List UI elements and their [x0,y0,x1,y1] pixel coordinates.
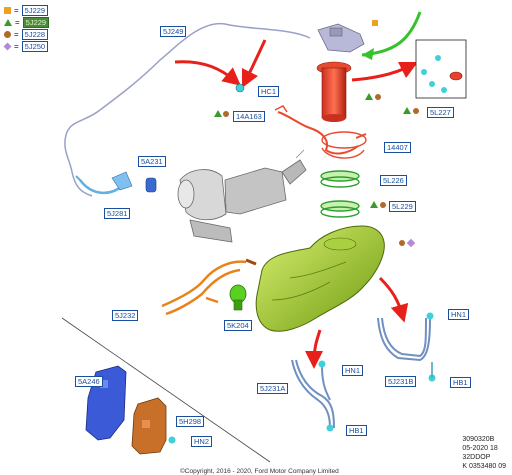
legend-code: 5J228 [21,28,49,40]
legend-equals: = [14,5,19,15]
fastener-kit-inset [415,39,467,99]
fuel-pump-cylinder [316,61,352,122]
sender-harness-14407 [321,131,367,159]
drawing-reference: 3090320B 05-2020 18 32DDOP K 0353480 09 [462,435,506,471]
part-label-5A246: 5A246 [75,376,103,387]
legend-row-diamond: = 5J250 [3,40,49,52]
legend-equals: = [14,29,19,39]
legend-code: 5J229 [21,4,49,16]
fuel-pump-cover [317,23,365,53]
part-label-5K204: 5K204 [224,320,252,331]
seal-ring-5L226 [320,170,360,188]
section-divider [61,317,271,463]
part-label-5L226: 5L226 [380,175,407,186]
part-label-HN1: HN1 [342,365,364,376]
color-legend: = 5J229 = 5J229 = 5J228 = 5J250 [3,4,50,52]
legend-row-triangle: = 5J229 [4,16,50,28]
legend-equals: = [14,41,19,51]
part-label-5L227: 5L227 [427,107,454,118]
red-arrow-icon [378,276,409,323]
circle-marker-icon [4,30,11,38]
reference-line: 3090320B [462,436,495,443]
green-arrow-icon [361,11,422,57]
red-arrow-icon [241,39,267,89]
fuel-line-5J249 [64,22,311,197]
part-label-5J231A: 5J231A [257,383,289,394]
part-label-5J249: 5J249 [160,26,187,37]
part-label-5L229: 5L229 [389,201,416,212]
part-label-5A231: 5A231 [138,156,166,167]
reference-line: 32DDOP [462,454,491,461]
legend-row-square: = 5J229 [4,4,49,16]
lock-ring-5L229 [320,200,360,218]
filler-pipe-parts [75,171,157,194]
fuel-hose-5J232 [161,260,247,316]
part-label-5J281: 5J281 [104,208,131,219]
part-label-14407: 14407 [384,142,411,153]
hose-clip-part [235,83,245,93]
part-label-HB1: HB1 [450,377,471,388]
reference-line: 05-2020 18 [462,445,498,452]
part-label-HC1: HC1 [258,86,280,97]
marker-icons [214,20,419,248]
square-marker-icon [4,6,11,14]
legend-code: 5J229 [22,16,50,28]
legend-row-circle: = 5J228 [4,28,49,40]
red-arrow-icon [351,61,419,82]
tank-strap-5J231A [291,359,335,429]
part-label-5J232: 5J232 [112,310,139,321]
triangle-marker-icon [4,18,12,26]
red-arrow-icon [174,60,241,86]
red-arrow-icon [305,329,324,369]
legend-code: 5J250 [21,40,49,52]
legend-equals: = [15,17,20,27]
exhaust-catalyst [177,149,307,243]
part-label-HN2: HN2 [191,436,213,447]
cap-5K204 [229,284,247,311]
copyright-notice: ©Copyright, 2016 - 2020, Ford Motor Comp… [180,468,339,475]
part-label-5J231B: 5J231B [385,376,417,387]
tank-strap-5J231B [377,317,431,362]
part-label-HN1: HN1 [448,309,470,320]
reference-line: K 0353480 09 [462,463,506,470]
part-label-HB1: HB1 [346,425,367,436]
fuel-tank [255,225,385,332]
part-label-14A163: 14A163 [233,111,265,122]
heat-shield-5H298 [131,397,167,455]
part-label-5H298: 5H298 [176,416,205,427]
